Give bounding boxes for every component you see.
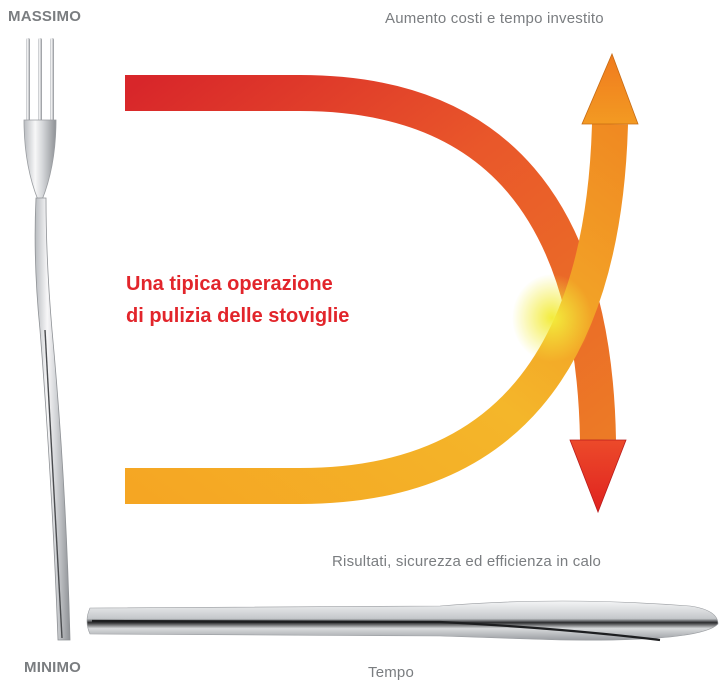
costs-label: Aumento costi e tempo investito xyxy=(385,10,604,27)
caption-line-2: di pulizia delle stoviglie xyxy=(126,305,350,327)
results-label: Risultati, sicurezza ed efficienza in ca… xyxy=(332,553,602,570)
time-axis-label: Tempo xyxy=(368,664,415,681)
increasing-arrow xyxy=(125,52,639,504)
maximum-label: MASSIMO xyxy=(8,8,82,25)
diagram-caption: Una tipica operazione di pulizia delle s… xyxy=(126,268,349,332)
caption-line-1: Una tipica operazione xyxy=(126,273,333,295)
minimum-label: MINIMO xyxy=(24,659,82,676)
knife-icon xyxy=(86,600,719,642)
fork-icon xyxy=(23,38,71,641)
decreasing-arrow xyxy=(125,75,627,514)
crossing-glow xyxy=(512,274,592,362)
